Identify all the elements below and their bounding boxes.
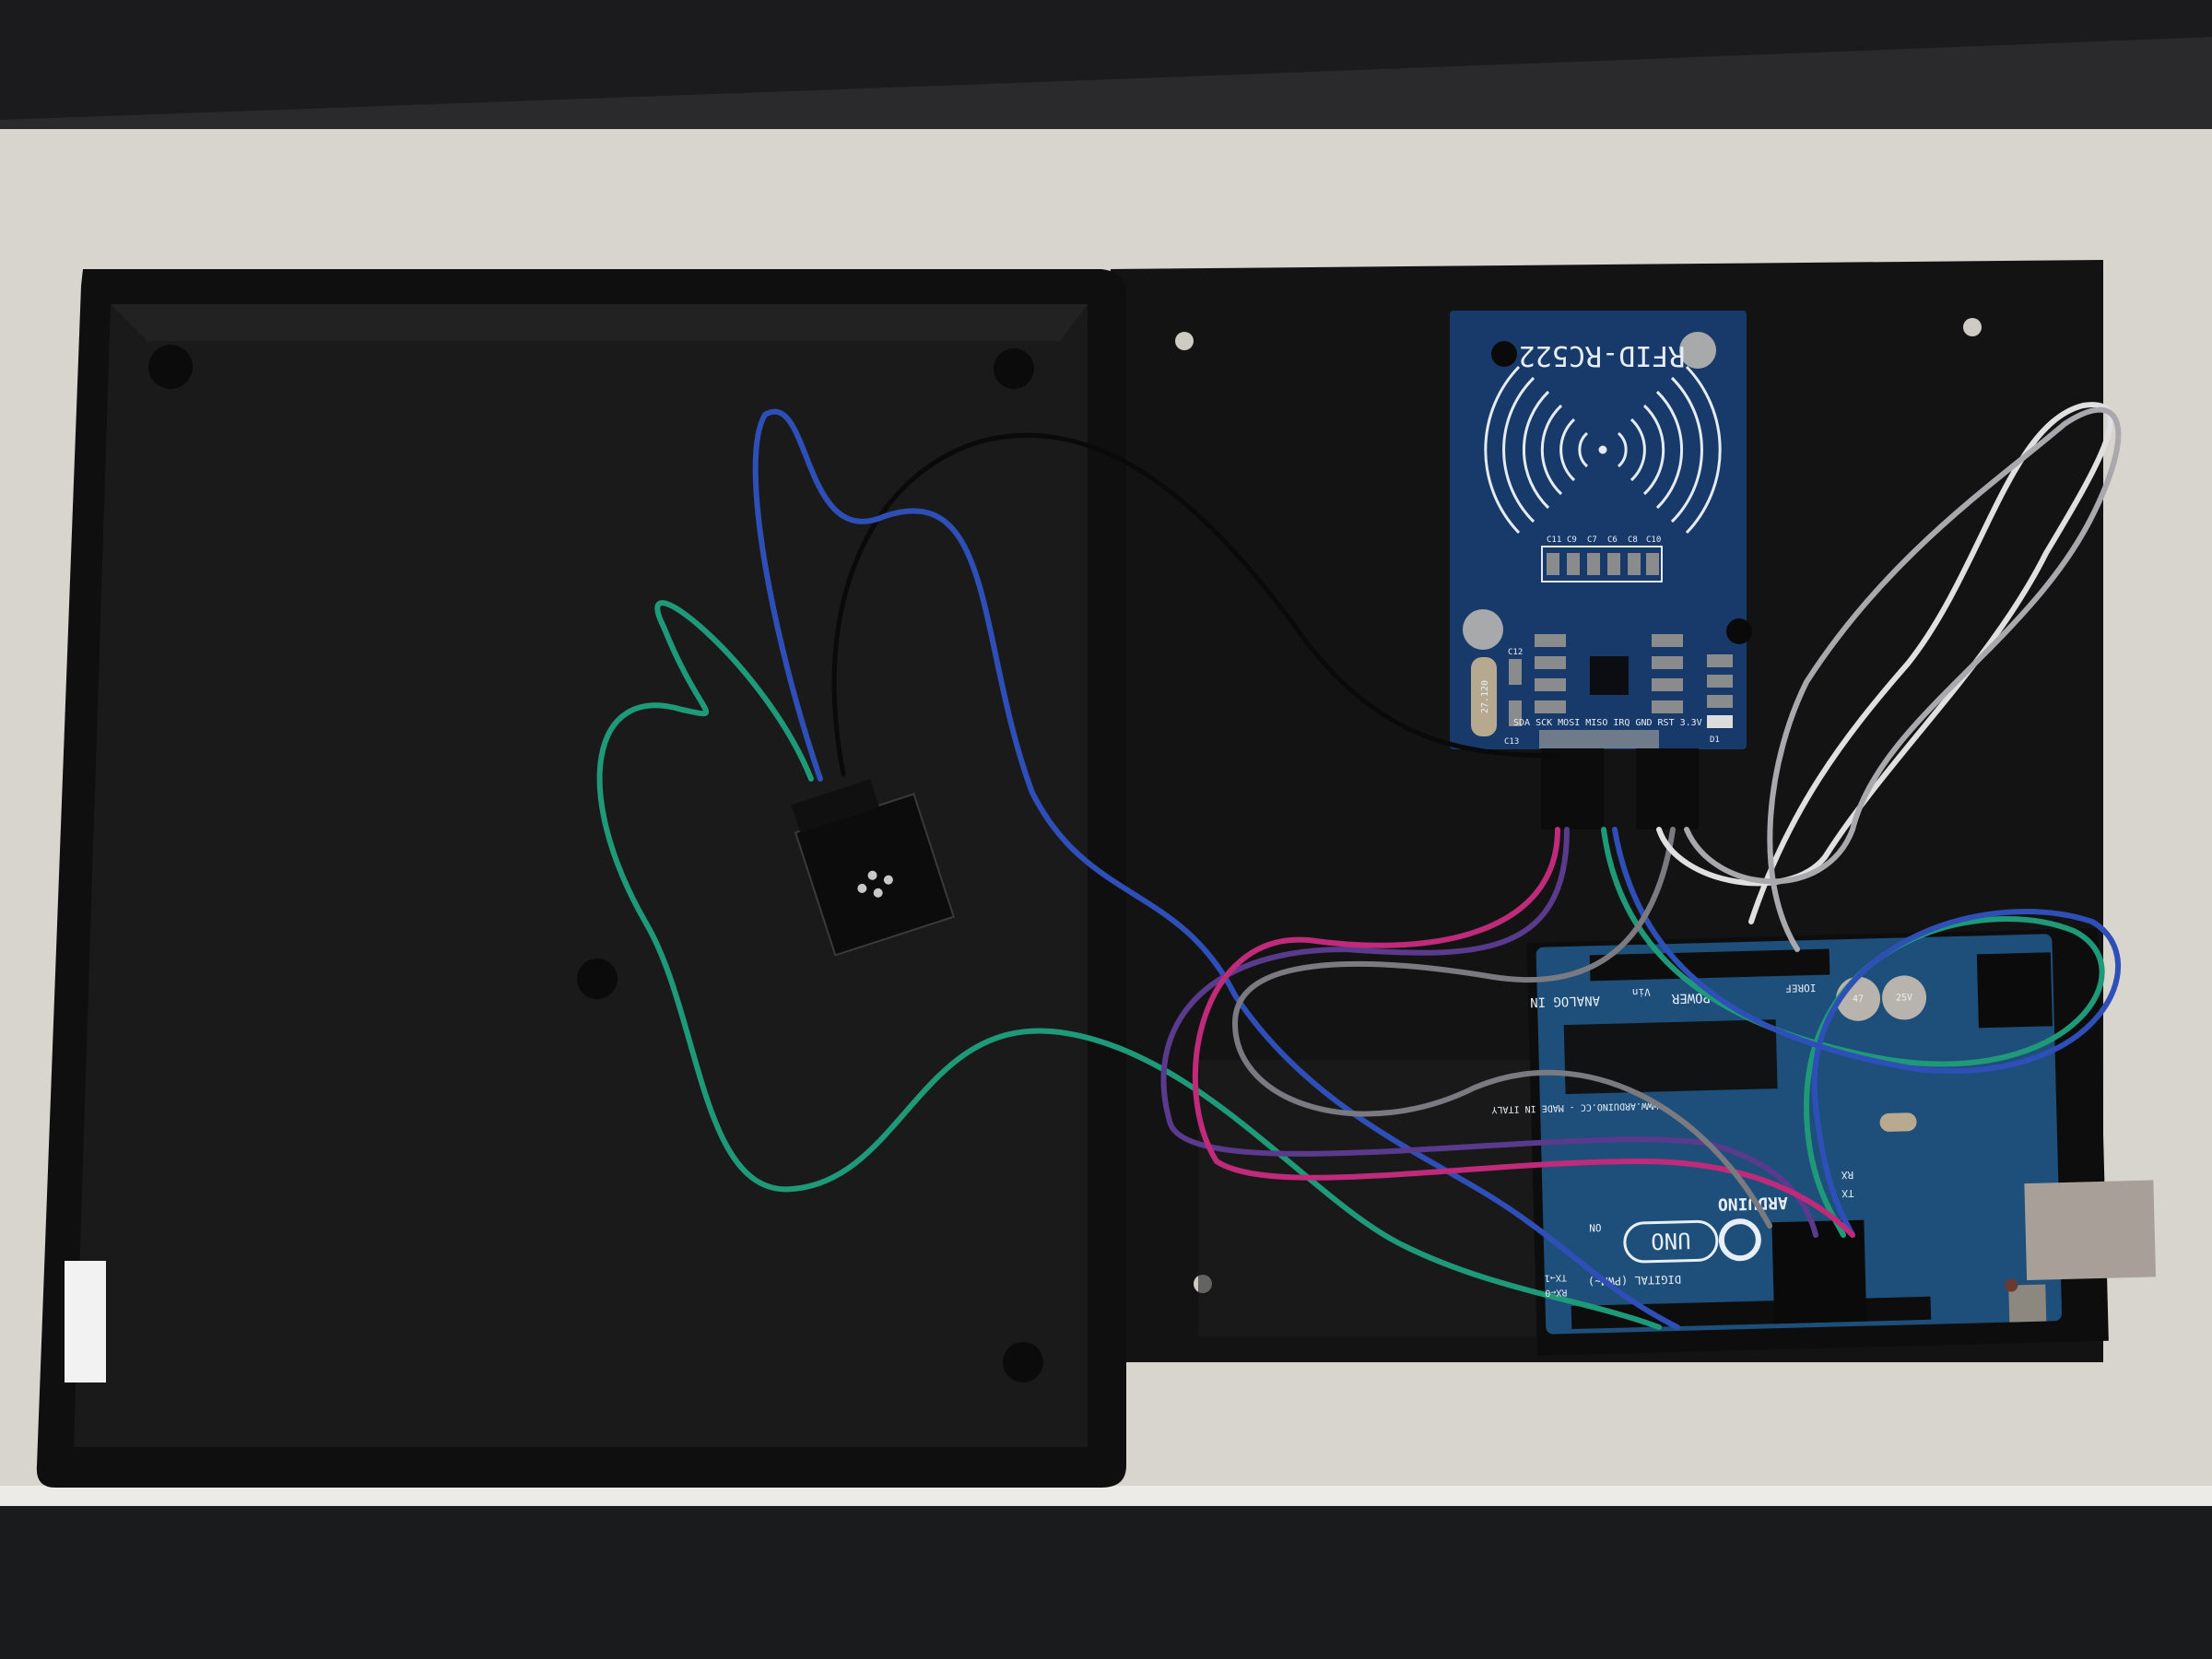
textured-panel (1198, 1060, 1567, 1336)
keyboard-shadow (0, 0, 2212, 120)
cap-label: C9 (1567, 535, 1577, 545)
on-led-label: ON (1589, 1221, 1602, 1233)
rx-label: RX (1841, 1169, 1853, 1181)
tx-label: TX (1841, 1187, 1854, 1199)
rc522-chip (1590, 656, 1629, 695)
made-in-label: WWW.ARDUINO.CC - MADE IN ITALY (1491, 1100, 1658, 1114)
crystal (1879, 1112, 1917, 1132)
mount-nut (1679, 332, 1716, 369)
desk-edge-highlight (0, 1486, 2212, 1506)
tape (1539, 730, 1659, 748)
cap-label: C10 (1646, 535, 1661, 545)
cap-label: C11 (1547, 535, 1561, 545)
rfid-side-label: D1 (1710, 735, 1720, 745)
reset-button (2008, 1284, 2047, 1323)
usb-b-port (2024, 1180, 2157, 1281)
screw-post (577, 959, 618, 999)
wire-light-gray (1684, 406, 2122, 952)
uno-logo: UNO ARDUINO (1623, 1193, 1788, 1264)
power-header (1589, 948, 1830, 982)
rfid-module: RFID-RC522 C11 C9 C7 C6 C8 C10 C12 (1450, 311, 1752, 749)
mount-hole (1963, 318, 1982, 336)
analog-label: ANALOG IN (1530, 993, 1600, 1009)
desk-edge-dark (0, 1502, 2212, 1659)
arduino-uno: POWER ANALOG IN WWW.ARDUINO.CC - MADE IN… (1491, 927, 2157, 1356)
wire-black (831, 432, 1560, 777)
rfid-side-label-c12: C12 (1508, 648, 1523, 657)
wire-blue-2 (1612, 827, 2121, 1238)
capacitor-row: C11 C9 C7 C6 C8 C10 (1541, 535, 1663, 582)
screw-post (994, 348, 1034, 389)
rfid-title: RFID-RC522 (1519, 339, 1686, 371)
arduino-infinity-icon (1718, 1218, 1761, 1262)
button-module (791, 779, 956, 957)
digital-pin-tx1: TX→1 (1545, 1272, 1567, 1283)
mount-nut (1463, 609, 1503, 650)
cap-voltage: 25V (1896, 993, 1912, 1003)
jumper-wires (596, 402, 2122, 1330)
screw-post (148, 345, 193, 389)
enclosure-box (36, 269, 1126, 1488)
uno-text: UNO (1651, 1228, 1691, 1254)
dupont-connectors (1541, 748, 1699, 830)
cap-label: C6 (1607, 535, 1618, 545)
wire-white (1656, 402, 2113, 924)
brand-text: ARDUINO (1717, 1193, 1788, 1214)
dupont-connectors (1771, 1219, 1867, 1324)
cap-label: C7 (1587, 535, 1597, 545)
white-label-sticker (65, 1261, 106, 1382)
wire-green (596, 600, 1662, 1330)
crystal (1471, 657, 1497, 736)
rfid-pin-labels: SDA SCK MOSI MISO IRQ GND RST 3.3V (1513, 718, 1702, 728)
smd-components (1509, 634, 1733, 728)
crystal-label: 27.120 (1480, 680, 1490, 713)
atmega-chip (1563, 1019, 1778, 1095)
mount-hole (1175, 332, 1194, 350)
rfid-side-label-c13: C13 (1504, 737, 1519, 747)
wire-gray (1231, 827, 1772, 1229)
arduino-pin-labels: IOREF Vin RX←0 TX→1 (1545, 982, 1817, 1298)
wire-blue (752, 408, 1680, 1330)
screw-post (1003, 1342, 1043, 1382)
digital-pin-rx0: RX←0 (1545, 1287, 1567, 1298)
wire-magenta (1192, 827, 1855, 1238)
mount-hole (1491, 341, 1517, 367)
dc-power-jack (1976, 952, 2053, 1029)
antenna-icon (1484, 365, 1722, 535)
cap-value: 47 (1853, 994, 1864, 1005)
cap-label: C8 (1628, 535, 1638, 545)
power-pin-vin: Vin (1632, 986, 1651, 999)
mount-hole (1726, 618, 1752, 644)
power-pin-ioref: IOREF (1785, 982, 1816, 994)
